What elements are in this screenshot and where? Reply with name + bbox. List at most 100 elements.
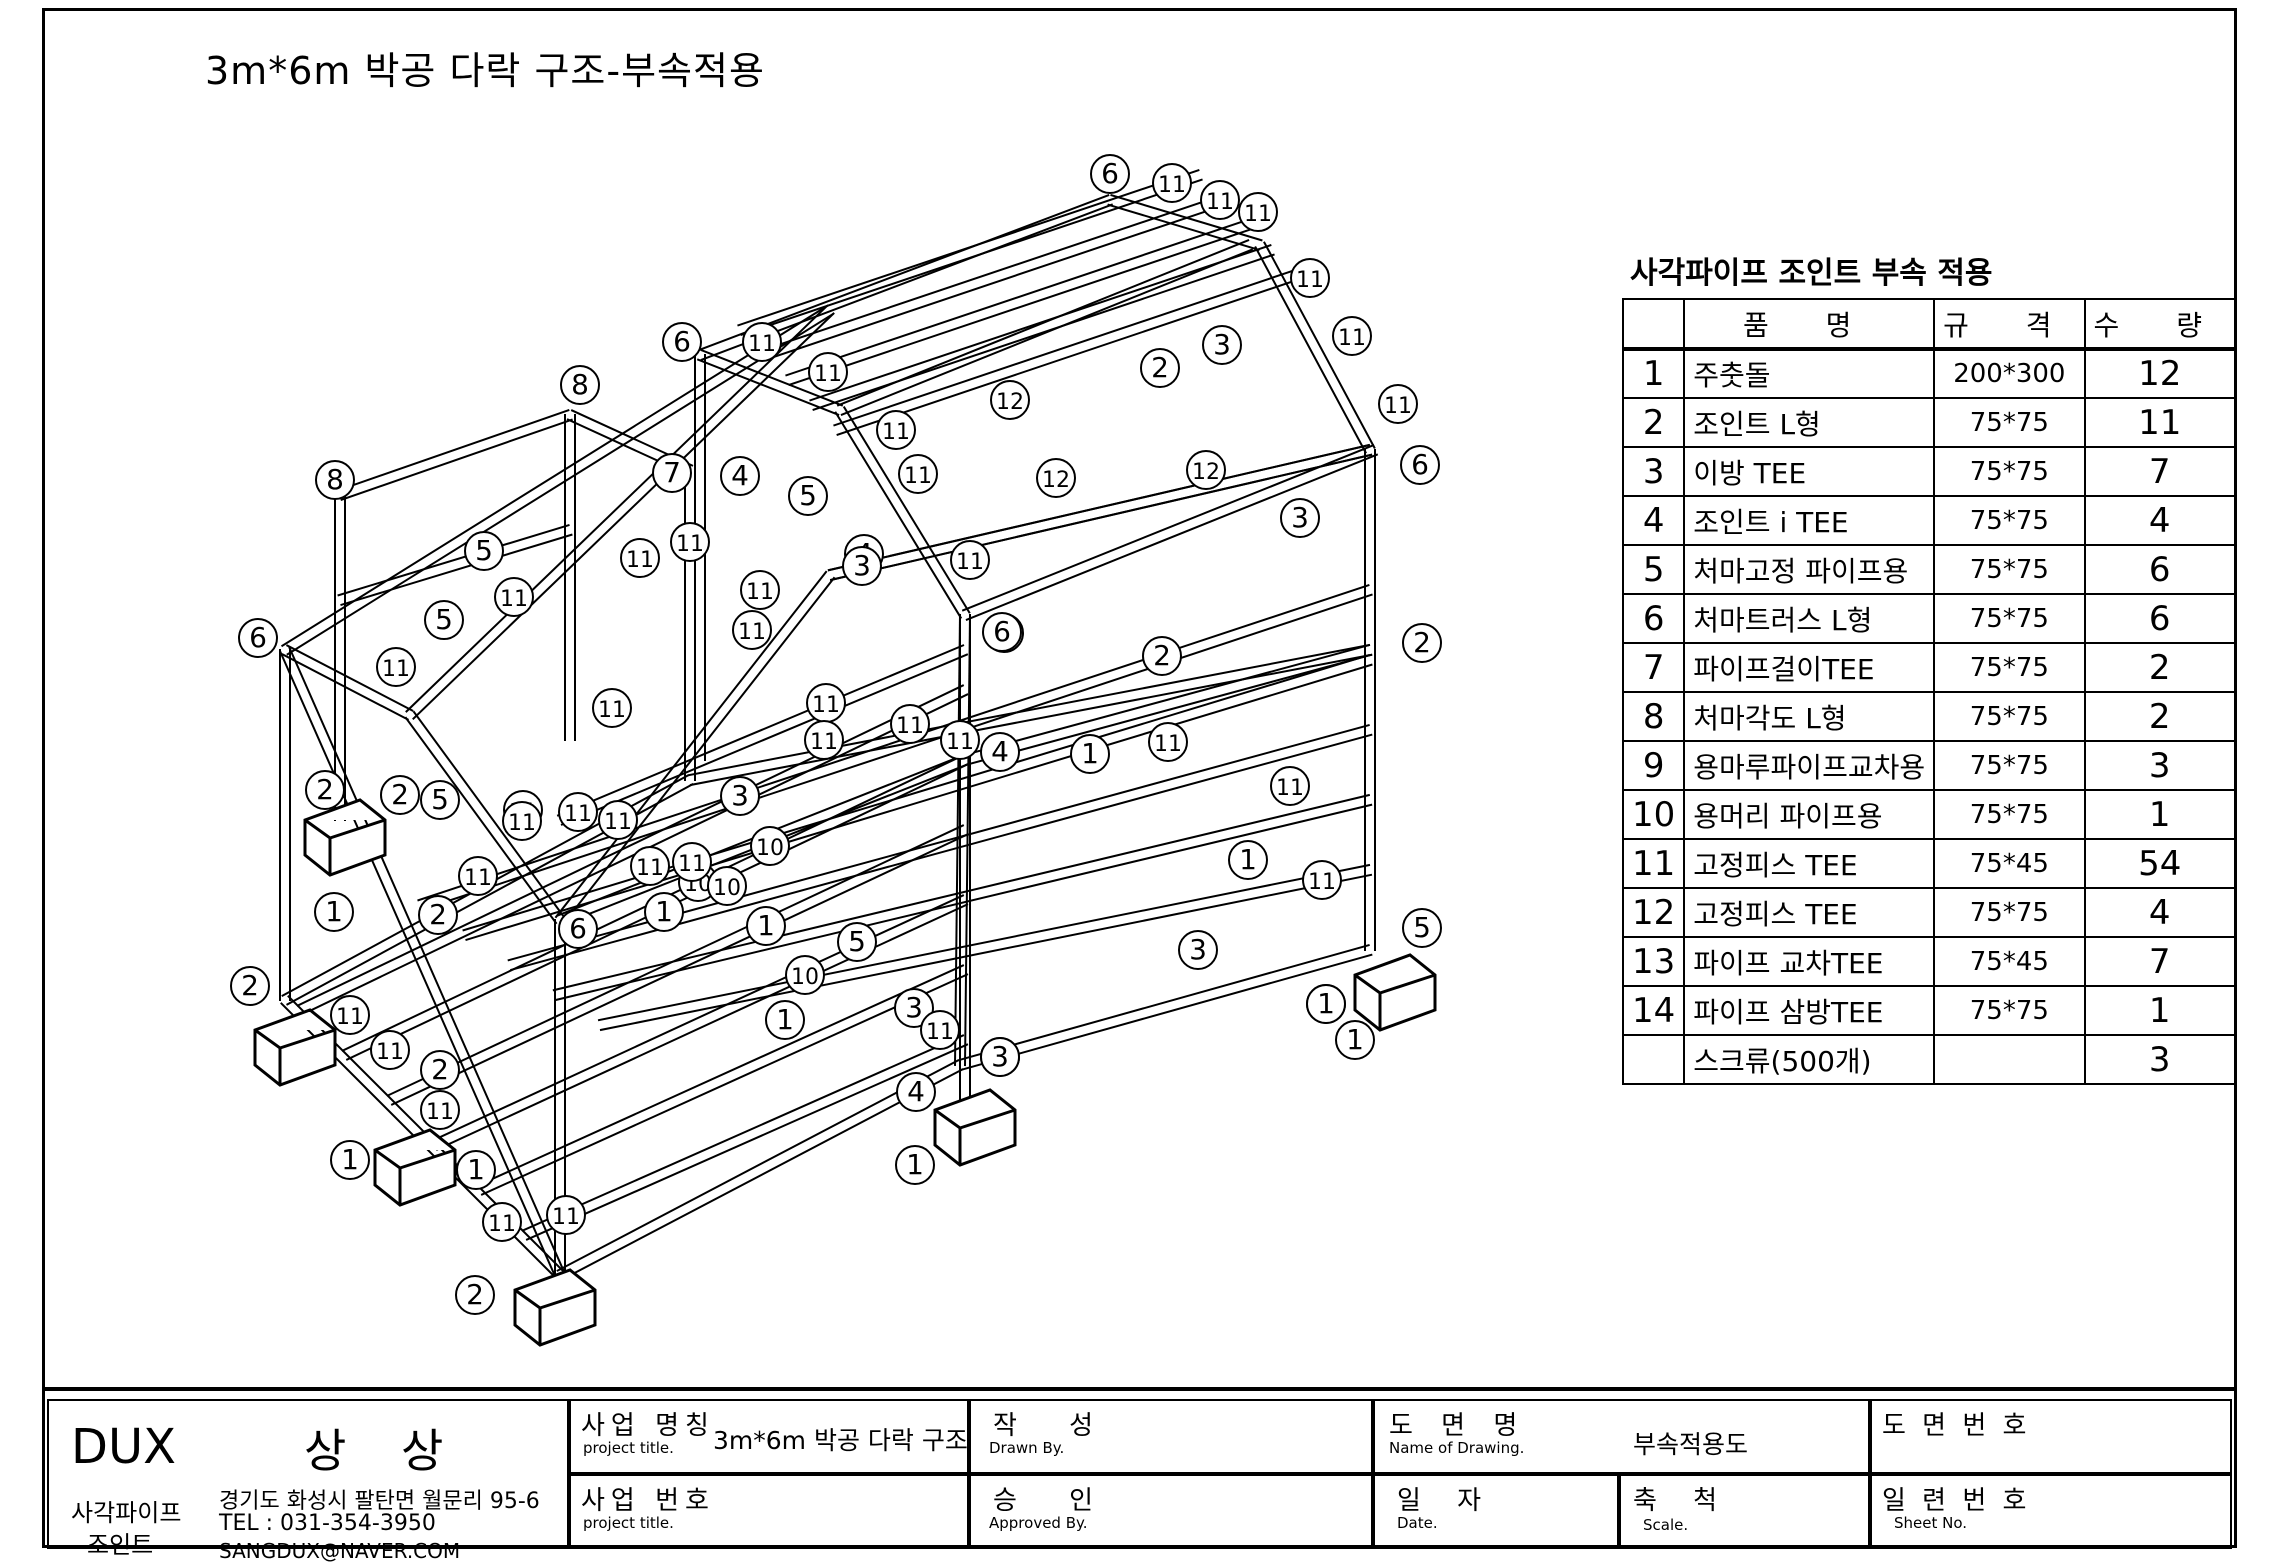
- part-callout: 12: [1186, 450, 1226, 490]
- pipe-segment: [431, 894, 965, 1142]
- part-qty: 7: [2083, 936, 2236, 987]
- part-qty: 54: [2083, 838, 2236, 889]
- pipe-segment: [842, 406, 971, 614]
- pipe-frame: [279, 168, 1379, 1281]
- header-spec: 규 격: [1933, 298, 2086, 351]
- part-spec: [1933, 1034, 2086, 1085]
- pipe-segment: [599, 873, 1373, 1032]
- part-no: 13: [1621, 936, 1686, 987]
- drawing-name-cell: 도 면 명 Name of Drawing. 부속적용도: [1373, 1399, 1870, 1474]
- part-callout: 2: [305, 770, 345, 810]
- part-callout: 6: [1090, 154, 1130, 194]
- part-qty: 12: [2083, 348, 2236, 399]
- part-callout: 5: [837, 922, 877, 962]
- callout-number: 6: [993, 615, 1011, 648]
- part-qty: 6: [2083, 544, 2236, 595]
- part-spec: 75*75: [1933, 544, 2086, 595]
- callout-number: 12: [996, 390, 1024, 415]
- part-callout: 2: [380, 775, 420, 815]
- pipe-segment: [962, 643, 1370, 757]
- part-callout: 12: [1036, 458, 1076, 498]
- company-tel: TEL : 031-354-3950: [219, 1511, 436, 1536]
- part-no: 9: [1621, 740, 1686, 791]
- part-spec: 75*75: [1933, 642, 2086, 693]
- callout-number: 10: [791, 965, 819, 990]
- part-callout: 1: [746, 906, 786, 946]
- callout-number: 11: [488, 1212, 516, 1237]
- part-name: 조인트 i TEE: [1683, 495, 1936, 546]
- part-name: 이방 TEE: [1683, 446, 1936, 497]
- part-callout: 11: [1378, 384, 1418, 424]
- pipe-segment: [785, 218, 1248, 377]
- brand-logo: DUX: [71, 1419, 176, 1475]
- part-callout: 4: [896, 1072, 936, 1112]
- parts-table-title: 사각파이프 조인트 부속 적용: [1630, 256, 1993, 291]
- part-callout: 3: [1178, 930, 1218, 970]
- callout-number: 5: [435, 603, 453, 636]
- part-no: 14: [1621, 985, 1686, 1036]
- part-callout: 11: [1270, 766, 1310, 806]
- callout-number: 11: [336, 1005, 364, 1030]
- callout-number: 2: [316, 773, 334, 806]
- part-qty: 7: [2083, 446, 2236, 497]
- pipe-segment: [829, 453, 1373, 582]
- part-callout: 11: [920, 1010, 960, 1050]
- part-callout: 3: [980, 1037, 1020, 1077]
- parts-row: 스크류(500개)3: [1621, 1034, 2236, 1085]
- pipe-segment: [521, 1034, 965, 1232]
- callout-number: 3: [731, 779, 749, 812]
- part-callout: 5: [424, 600, 464, 640]
- callout-number: 10: [756, 836, 784, 861]
- part-callout: 11: [546, 1195, 586, 1235]
- callout-number: 2: [1413, 626, 1431, 659]
- pipe-segment: [412, 312, 835, 721]
- callout-number: 3: [1189, 933, 1207, 966]
- pipe-segment: [435, 903, 969, 1151]
- project-no-label-en: project title.: [583, 1514, 674, 1532]
- pipe-segment: [834, 411, 963, 619]
- callout-number: 8: [326, 463, 344, 496]
- part-name: 파이프걸이TEE: [1683, 642, 1936, 693]
- part-callout: 11: [740, 570, 780, 610]
- part-callout: 1: [314, 892, 354, 932]
- callout-number: 11: [426, 1100, 454, 1125]
- part-callout: 11: [630, 846, 670, 886]
- part-no: 2: [1621, 397, 1686, 448]
- pipe-segment: [1263, 241, 1376, 449]
- part-qty: 4: [2083, 495, 2236, 546]
- callout-number: 1: [1239, 843, 1257, 876]
- part-callout: 12: [990, 380, 1030, 420]
- part-name: 고정피스 TEE: [1683, 887, 1936, 938]
- part-callout: 11: [598, 800, 638, 840]
- callout-number: 11: [926, 1020, 954, 1045]
- part-qty: 2: [2083, 642, 2236, 693]
- pipe-segment: [963, 614, 972, 1067]
- pipe-segment: [689, 653, 1373, 787]
- part-qty: 2: [2083, 691, 2236, 742]
- part-spec: 75*45: [1933, 838, 2086, 889]
- pipe-segment: [560, 653, 969, 826]
- callout-number: 11: [676, 532, 704, 557]
- callout-number: 11: [552, 1205, 580, 1230]
- callout-number: 11: [746, 580, 774, 605]
- part-name: 파이프 교차TEE: [1683, 936, 1936, 987]
- callout-number: 3: [991, 1040, 1009, 1073]
- callout-number: 1: [757, 909, 775, 942]
- drawing-border: [42, 8, 2237, 1548]
- part-callout: 11: [732, 610, 772, 650]
- part-callout: 11: [898, 454, 938, 494]
- part-callout: 11: [950, 540, 990, 580]
- drawing-name-label: 도 면 명: [1389, 1411, 1528, 1441]
- part-spec: 75*75: [1933, 985, 2086, 1036]
- project-name-cell: 사업 명칭 project title. 3m*6m 박공 다락 구조: [569, 1399, 969, 1474]
- part-callout: 11: [1290, 258, 1330, 298]
- callout-number: 1: [1317, 987, 1335, 1020]
- part-name: 용머리 파이프용: [1683, 789, 1936, 840]
- part-callout: 2: [420, 1050, 460, 1090]
- company-line2: 조인트: [87, 1531, 154, 1559]
